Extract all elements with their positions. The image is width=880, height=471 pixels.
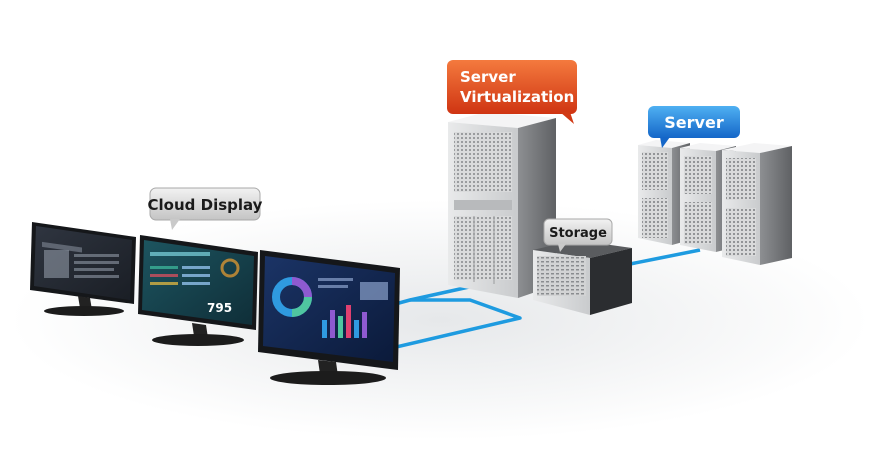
monitor-3-donut-chart — [272, 277, 312, 317]
monitor-2: 795 — [138, 235, 258, 346]
storage-text: Storage — [549, 226, 607, 241]
monitor-3-bar-chart — [322, 305, 367, 338]
cloud-display-text: Cloud Display — [148, 196, 263, 214]
network-line-display-loop — [374, 298, 522, 354]
cloud-display-label: Cloud Display — [148, 187, 263, 230]
monitor-3 — [258, 250, 400, 385]
server-text: Server — [664, 113, 724, 132]
monitor-2-counter: 795 — [207, 301, 232, 315]
monitor-1-stand — [44, 306, 124, 316]
server-virtualization-text-line1: Server — [460, 68, 516, 86]
storage-label: Storage — [543, 218, 613, 252]
server-virtualization-label: Server Virtualization — [447, 60, 577, 124]
server-rack-group — [638, 140, 792, 265]
monitor-2-stand — [152, 334, 244, 346]
monitor-1 — [30, 222, 136, 316]
server-tower-3 — [722, 143, 792, 265]
storage-unit — [533, 240, 632, 315]
server-label: Server — [648, 106, 740, 148]
server-virtualization-text-line2: Virtualization — [460, 88, 574, 106]
monitor-3-stand — [270, 371, 386, 385]
